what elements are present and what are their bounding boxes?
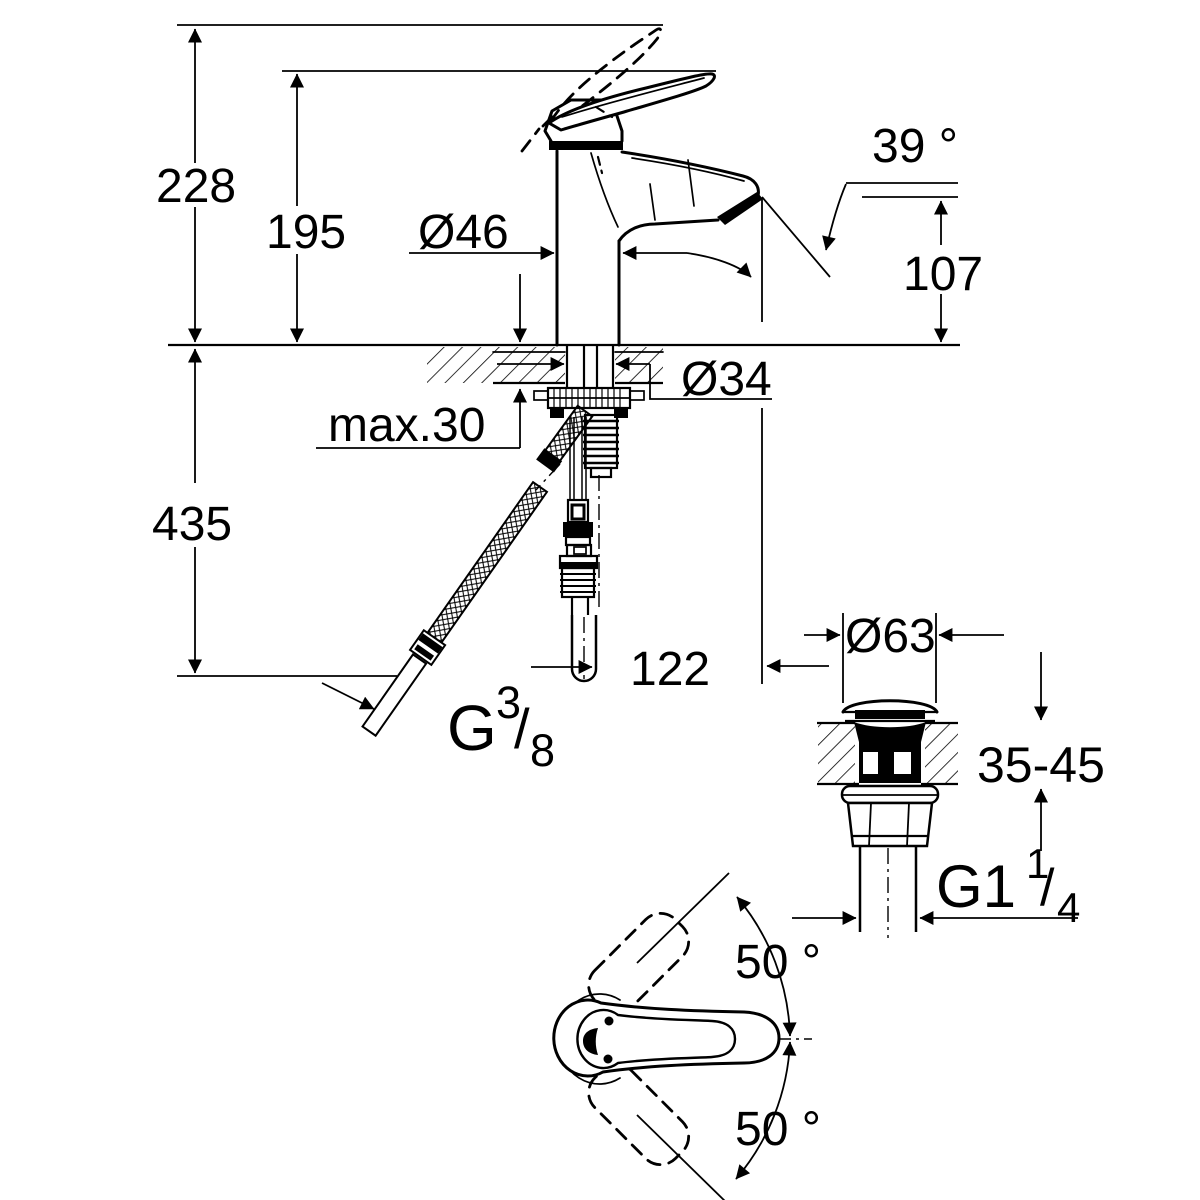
- handle-dashed-down: [587, 1063, 691, 1167]
- faucet-side-view: [520, 27, 763, 347]
- supply-thread-numerator: 3: [496, 677, 521, 728]
- waste-thread-slash: /: [1040, 859, 1055, 917]
- dim-body-diameter: Ø46: [418, 206, 509, 259]
- supply-thread-prefix: G: [447, 692, 497, 764]
- dim-supply-hose-length: 435: [152, 498, 232, 551]
- dimension-labels: 228 195 Ø46 39 ° 107 Ø34 max.30 435 122 …: [152, 120, 1105, 1156]
- dim-aerator-angle: 39 °: [872, 120, 958, 173]
- waste-thread-denominator: 4: [1057, 884, 1080, 931]
- dim-handle-rotation-down: 50 °: [735, 1103, 821, 1156]
- supply-thread-label: G 3 / 8: [447, 677, 555, 776]
- supply-thread-slash: /: [514, 697, 530, 760]
- drain-assembly: [817, 699, 958, 938]
- waste-thread-label: G1 1 / 4: [936, 840, 1080, 931]
- under-counter-assembly: [361, 346, 645, 738]
- waste-thread-numerator: 1: [1026, 840, 1049, 887]
- countertop-section: [427, 347, 664, 385]
- dim-overall-height: 228: [156, 160, 236, 213]
- dim-waste-cap-diameter: Ø63: [845, 610, 936, 663]
- dim-height-to-spout-tip: 195: [266, 206, 346, 259]
- supply-thread-denominator: 8: [530, 725, 555, 776]
- handle-top-view: [552, 872, 812, 1200]
- dim-mounting-hole-diameter: Ø34: [681, 353, 772, 406]
- dim-basin-thickness-range: 35-45: [977, 737, 1105, 793]
- waste-thread-prefix: G1: [936, 853, 1016, 920]
- dim-handle-rotation-up: 50 °: [735, 936, 821, 989]
- dim-spout-height: 107: [903, 248, 983, 301]
- reference-lines: [168, 24, 960, 684]
- handle-dashed-up: [587, 911, 691, 1015]
- dim-max-mounting-thickness: max.30: [328, 399, 485, 452]
- dim-spout-projection: 122: [630, 643, 710, 696]
